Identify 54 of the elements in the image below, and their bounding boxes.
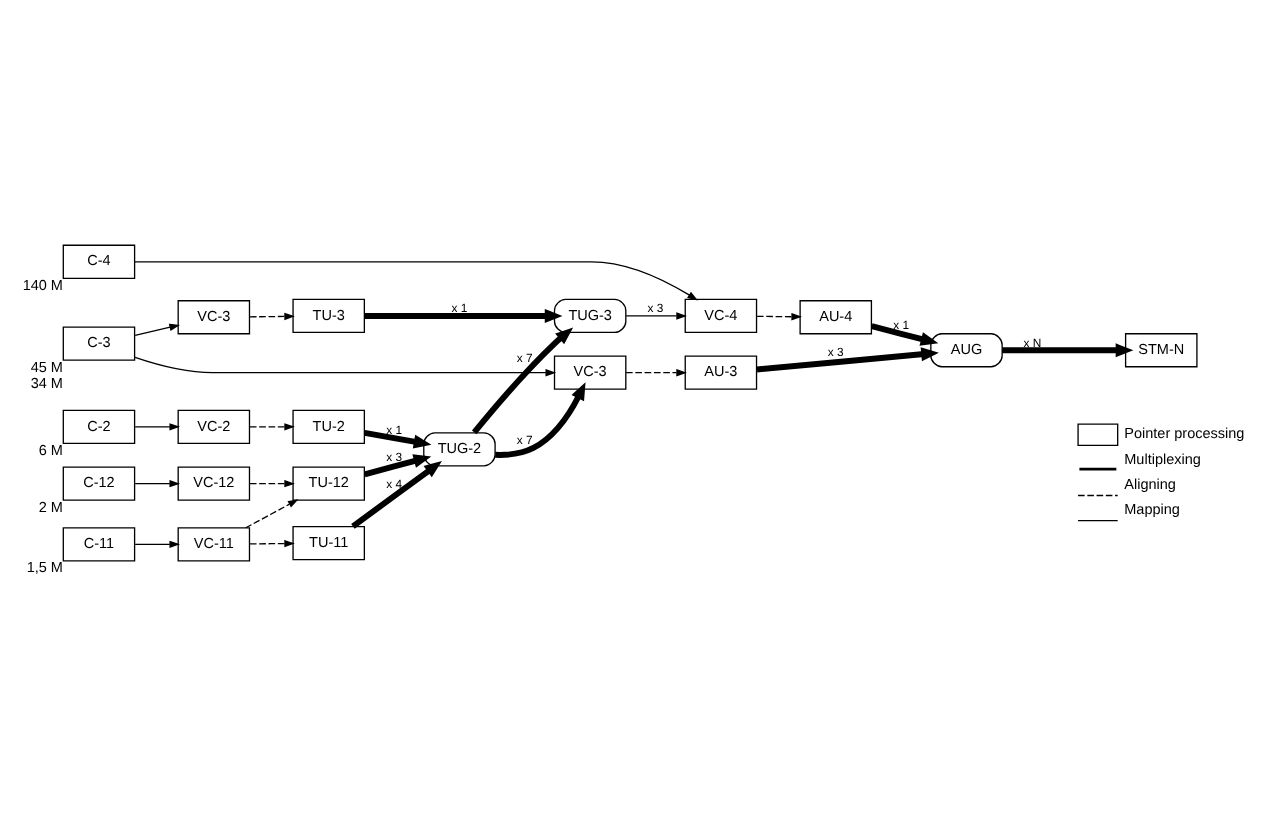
arrow — [134, 261, 698, 301]
node-box: VC-4 — [684, 298, 758, 334]
arrow — [756, 313, 802, 321]
arrow — [363, 454, 432, 478]
arrow — [1002, 343, 1134, 358]
node-box: STM-N — [1124, 333, 1198, 368]
node-label: 2 M — [38, 497, 63, 516]
arrow — [134, 423, 180, 431]
node-label: 45 M — [30, 357, 63, 376]
node-box: C-4 — [62, 244, 136, 279]
arrow — [364, 308, 563, 323]
arrow — [249, 312, 295, 321]
node-label: 1,5 M — [26, 558, 63, 577]
arrow — [756, 347, 939, 373]
arrow — [351, 461, 442, 529]
node-box: C-2 — [62, 409, 136, 444]
node-box: TU-11 — [292, 525, 366, 561]
node-box: TU-12 — [292, 466, 366, 501]
legend-label: Aligning — [1124, 474, 1176, 493]
arrow — [364, 430, 432, 449]
node-box: VC-12 — [177, 466, 251, 501]
node-box: TU-2 — [292, 409, 366, 444]
arrow — [471, 327, 574, 435]
node-box: TU-3 — [292, 298, 366, 334]
node-box: AU-4 — [799, 300, 873, 335]
arrow — [625, 312, 687, 320]
arrow — [245, 499, 299, 529]
node-box: AU-3 — [684, 355, 758, 390]
arrow — [625, 369, 687, 377]
arrow — [134, 356, 557, 377]
node-box: AUG — [930, 333, 1003, 368]
node-box: C-12 — [62, 466, 136, 501]
legend-label: Mapping — [1124, 499, 1180, 518]
arrow — [249, 479, 295, 488]
arrow — [249, 539, 295, 548]
node-box: VC-11 — [177, 527, 251, 562]
node-box: VC-3 — [177, 300, 251, 335]
node-box: C-3 — [62, 326, 136, 361]
arrow — [134, 323, 180, 337]
node-box: TUG-3 — [553, 298, 627, 334]
node-label: 6 M — [38, 440, 63, 459]
arrow — [495, 382, 586, 458]
node-box: TUG-2 — [423, 432, 496, 467]
legend-label: Pointer processing — [1124, 424, 1245, 443]
node-box: VC-2 — [177, 409, 251, 444]
arrow — [134, 479, 180, 488]
arrow — [871, 323, 939, 346]
node-box: C-11 — [62, 527, 136, 562]
arrow — [134, 540, 180, 549]
legend-label: Multiplexing — [1124, 449, 1201, 468]
node-label: 34 M — [30, 373, 63, 392]
arrow — [249, 423, 295, 431]
node-box: VC-3 — [553, 355, 627, 390]
node-label: 140 M — [22, 275, 63, 294]
